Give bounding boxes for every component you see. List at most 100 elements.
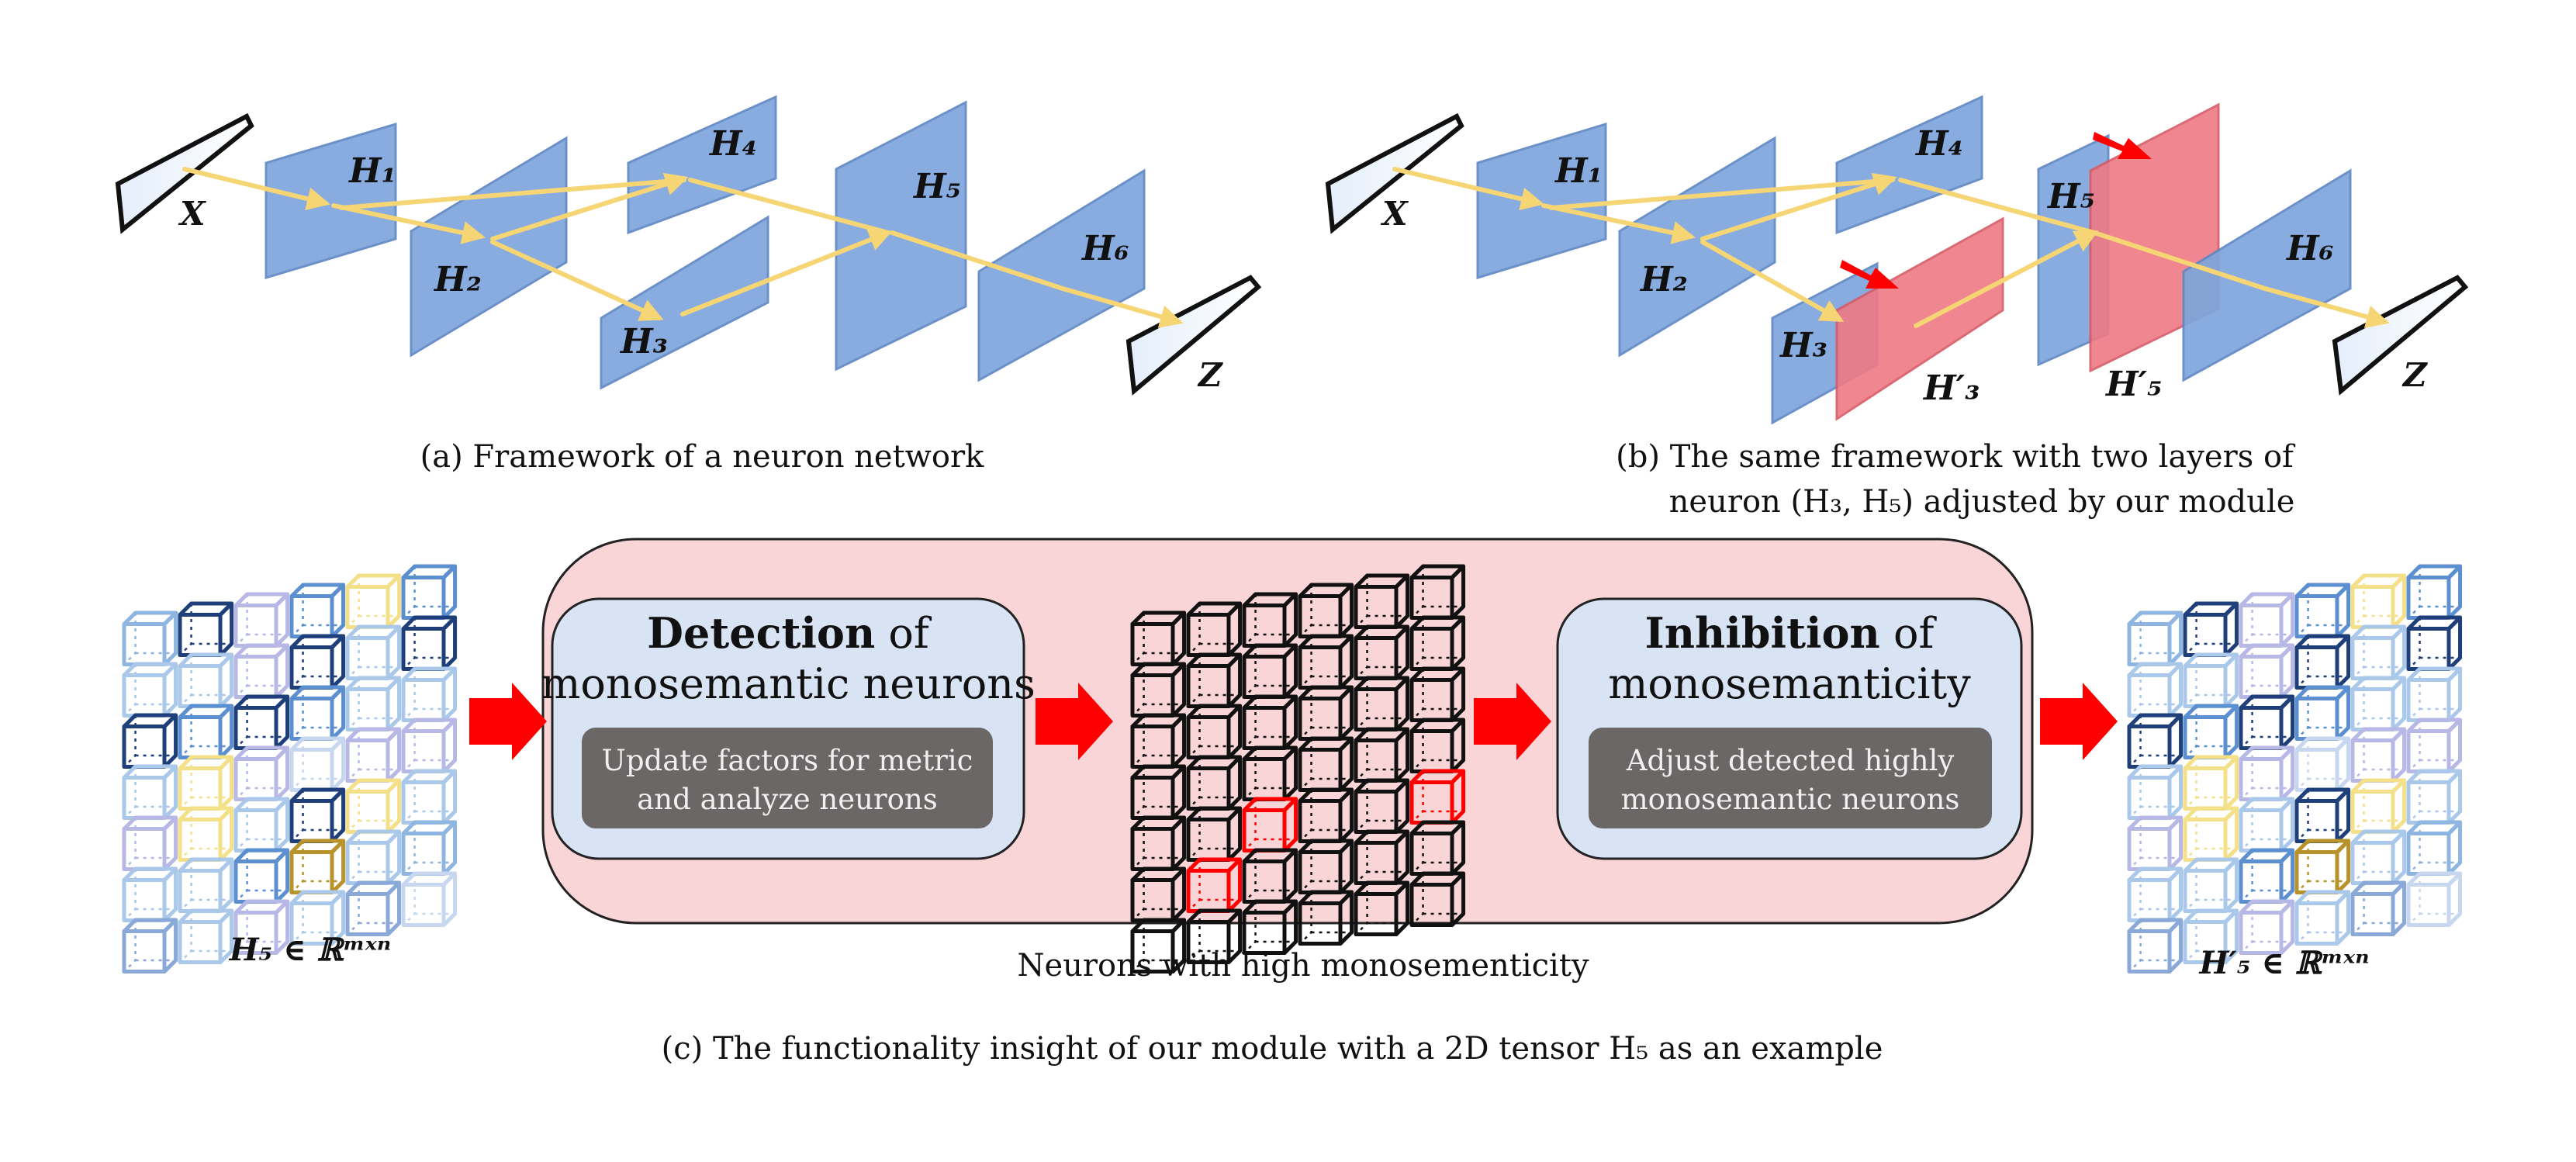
- neuron-cube: [2350, 829, 2407, 886]
- neuron-cube: [122, 610, 178, 667]
- caption-b-line1: (b) The same framework with two layers o…: [1616, 439, 2296, 475]
- neuron-cube: [2350, 676, 2407, 732]
- neuron-cube: [178, 601, 234, 658]
- neuron-cube: [2239, 694, 2295, 751]
- label-x: X: [178, 195, 206, 233]
- label-h1: H₁: [348, 151, 396, 191]
- detection-action-button: [582, 728, 993, 828]
- neuron-cube: [2239, 797, 2295, 853]
- neuron-cube: [2127, 764, 2184, 821]
- neuron-cube: [1186, 652, 1243, 709]
- detection-action-line1: Update factors for metric: [602, 744, 973, 777]
- input-x-slab: [115, 112, 254, 234]
- panel-c: Detection of monosemantic neurons Update…: [122, 538, 2463, 1067]
- layer-h6-plane: [977, 168, 1146, 382]
- neuron-cube: [289, 890, 346, 946]
- neuron-cube: [289, 634, 346, 690]
- neuron-cube: [2127, 918, 2184, 974]
- neuron-cube: [1242, 899, 1298, 956]
- neuron-cube: [1186, 908, 1243, 965]
- label-h6: H₆: [1081, 229, 1129, 268]
- label-h3: H₃: [619, 322, 668, 361]
- neuron-cube: [401, 871, 458, 928]
- output-tensor-label: H′₅ ∈ ℝᵐˣⁿ: [2198, 945, 2369, 981]
- label-h1-b: H₁: [1554, 151, 1603, 191]
- label-h5-prime: H′₅: [2104, 365, 2162, 404]
- inhibition-action-line1: Adjust detected highly: [1626, 744, 1955, 777]
- input-neuron-grid: [122, 564, 458, 974]
- label-h2: H₂: [433, 260, 482, 299]
- neuron-cube: [401, 666, 458, 723]
- label-h6-b: H₆: [2285, 229, 2334, 268]
- neuron-cube: [289, 583, 346, 639]
- caption-a: (a) Framework of a neuron network: [420, 439, 984, 475]
- neuron-cube: [2350, 573, 2407, 630]
- inhibition-action-button: [1589, 728, 1992, 828]
- inhibition-title-bold: Inhibition: [1645, 608, 1880, 658]
- neuron-cube: [2183, 601, 2239, 658]
- adjust-arrow-h5: [2093, 132, 2152, 159]
- neuron-cube: [401, 564, 458, 621]
- neuron-cube: [1409, 871, 1466, 928]
- layer-h1-plane-b: [1476, 122, 1607, 280]
- neuron-cube: [2350, 880, 2407, 937]
- panel-a: X H₁ H₂ H₃ H₄ H₅ H₆ Z (a) Framework of a…: [115, 95, 1262, 475]
- neuron-cube: [2406, 769, 2463, 825]
- label-h4-b: H₄: [1914, 124, 1963, 164]
- detection-title-bold: Detection: [647, 608, 875, 658]
- neuron-cube: [2127, 713, 2184, 769]
- neuron-cube: [2406, 820, 2463, 877]
- neuron-cube: [2183, 652, 2239, 709]
- neuron-cube: [2294, 839, 2351, 895]
- detection-title-line2: monosemantic neurons: [541, 659, 1036, 708]
- neuron-cube: [345, 676, 402, 732]
- neuron-cube: [1130, 918, 1187, 974]
- layer-h4-plane: [627, 95, 777, 235]
- neuron-cube: [2406, 666, 2463, 723]
- neuron-cube: [2239, 848, 2295, 904]
- flow-arrows-a: [182, 167, 1184, 328]
- flow-arrow-2: [1036, 683, 1113, 760]
- neuron-cube: [2183, 857, 2239, 914]
- detection-title: Detection of: [647, 608, 932, 658]
- neuron-cube: [401, 718, 458, 774]
- neuron-cube: [1298, 890, 1354, 946]
- neuron-cube: [2127, 610, 2184, 667]
- neuron-cube: [289, 839, 346, 895]
- neuron-cube: [2127, 866, 2184, 923]
- middle-caption: Neurons with high monosementicity: [1017, 948, 1589, 984]
- neuron-cube: [2294, 634, 2351, 690]
- neuron-cube: [289, 787, 346, 844]
- label-z: Z: [1197, 356, 1223, 394]
- neuron-cube: [345, 880, 402, 937]
- caption-c: (c) The functionality insight of our mod…: [662, 1031, 1883, 1067]
- adjust-arrow-h3: [1840, 260, 1899, 289]
- neuron-cube: [401, 615, 458, 672]
- neuron-cube: [178, 908, 234, 965]
- detection-title-rest: of: [875, 609, 932, 658]
- layer-h2-plane-b: [1618, 136, 1776, 358]
- neuron-cube: [2127, 815, 2184, 872]
- panel-b: X H₁ H₂ H₃ H₄ H₅ H₆ Z H′₃ H′₅ (b) The sa…: [1325, 95, 2469, 520]
- neuron-cube: [178, 652, 234, 709]
- flow-arrows-b: [1392, 167, 2390, 329]
- neuron-cube: [2350, 778, 2407, 835]
- neuron-cube: [122, 713, 178, 769]
- inhibition-title-line2: monosemanticity: [1608, 659, 1971, 708]
- layer-h3-plane: [600, 215, 769, 390]
- layer-h6-plane-b: [2182, 168, 2352, 382]
- neuron-cube: [2406, 564, 2463, 621]
- neuron-cube: [233, 745, 290, 802]
- label-h5: H₅: [912, 167, 961, 206]
- inhibition-title-rest: of: [1880, 609, 1938, 658]
- layer-h1-plane: [265, 122, 397, 280]
- output-z-slab: [1125, 275, 1262, 396]
- detection-action-line2: and analyze neurons: [637, 783, 938, 816]
- neuron-cube: [345, 778, 402, 835]
- neuron-cube: [2294, 685, 2351, 742]
- neuron-cube: [289, 736, 346, 793]
- neuron-cube: [178, 806, 234, 863]
- neuron-cube: [178, 704, 234, 760]
- neuron-cube: [345, 624, 402, 681]
